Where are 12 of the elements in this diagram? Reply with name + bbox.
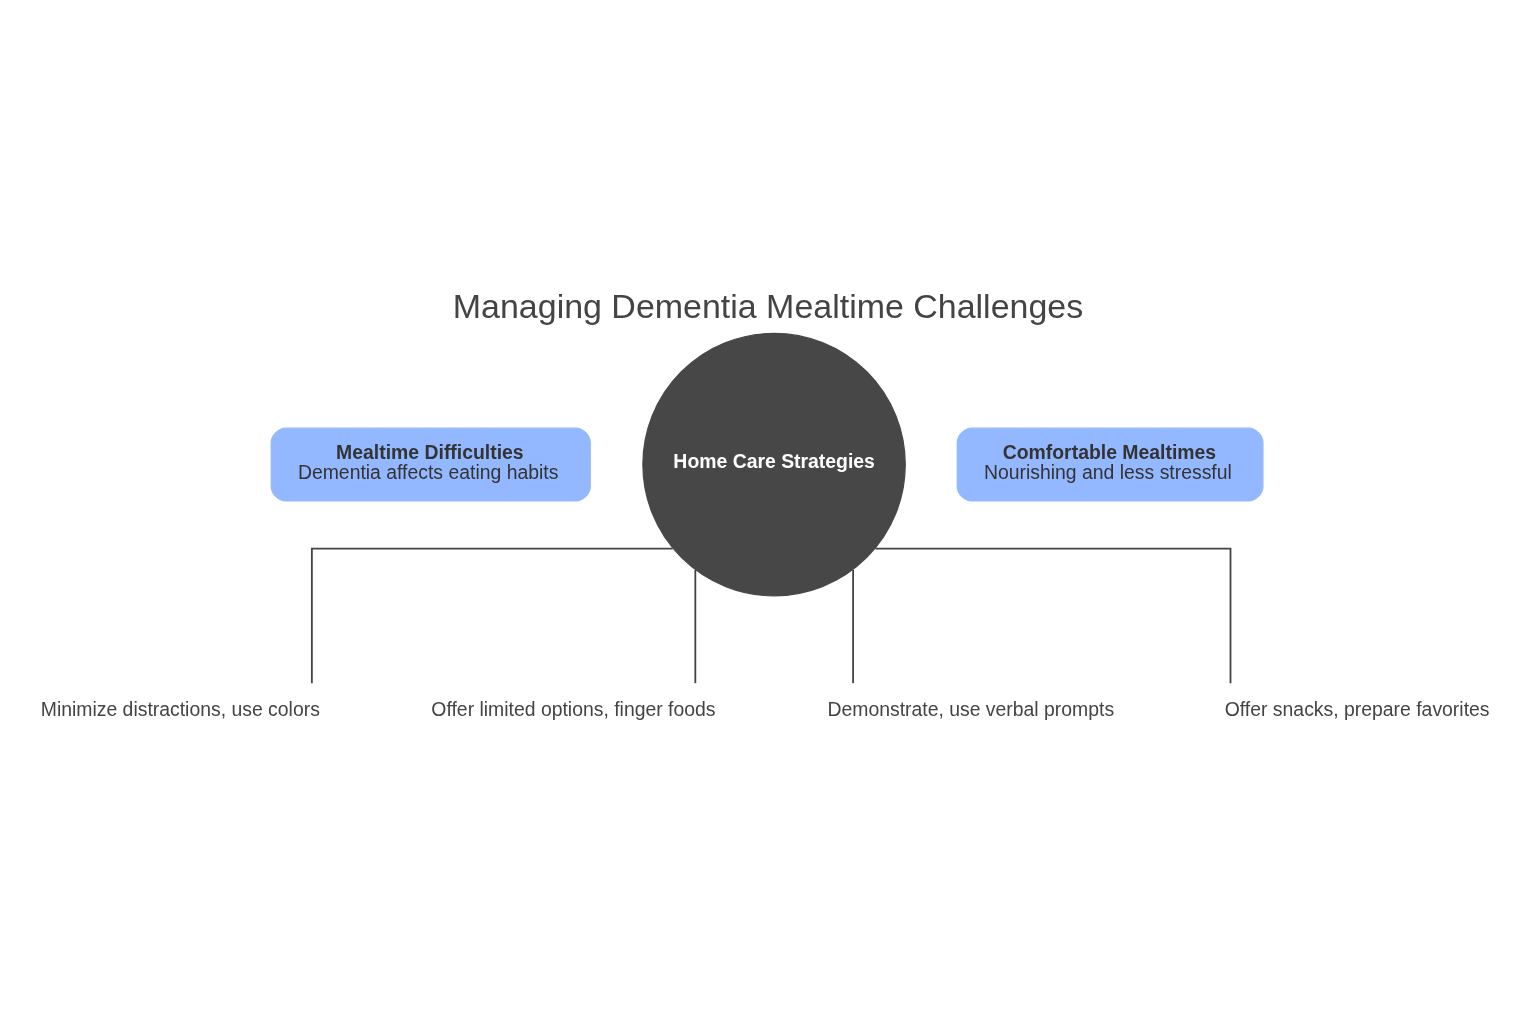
connector (694, 568, 697, 684)
connector (852, 568, 854, 684)
node-circle: Home Care Strategies (642, 332, 906, 596)
node-text: Offer limited options, finger foods (431, 697, 716, 720)
connector (310, 547, 674, 684)
node-box: Mealtime Difficulties Dementia affects eating habits (270, 427, 591, 502)
node-text: Minimize distractions, use colors (40, 697, 320, 720)
node-text: Offer snacks, prepare favorites (1224, 697, 1490, 720)
diagram-title: Managing Dementia Mealtime Challenges (452, 286, 1084, 325)
connector (874, 547, 1232, 684)
node-box: Comfortable Mealtimes Nourishing and less stressful (956, 427, 1264, 502)
node-text: Demonstrate, use verbal prompts (827, 697, 1115, 720)
